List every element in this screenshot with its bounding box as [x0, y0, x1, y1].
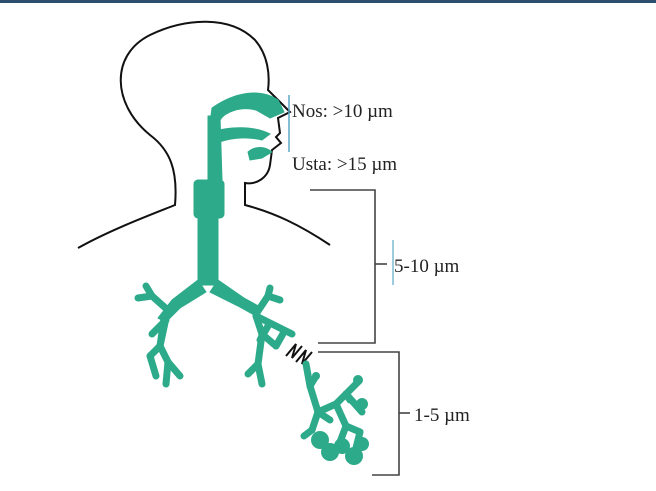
- nasal-cavity: [210, 93, 284, 124]
- larynx: [194, 180, 224, 218]
- bronchi-bracket: [310, 190, 375, 343]
- alveolus: [353, 375, 363, 385]
- trachea: [198, 215, 218, 285]
- nose-deposition-label: Nos: >10 µm: [292, 101, 393, 122]
- airway: [158, 93, 284, 322]
- alveoli-deposition-label: 1-5 µm: [414, 405, 470, 426]
- alveolus: [312, 372, 320, 380]
- bronchi-deposition-label: 5-10 µm: [394, 256, 460, 277]
- mouth-deposition-label: Usta: >15 µm: [292, 154, 397, 175]
- tongue: [248, 147, 272, 160]
- pharynx: [208, 116, 222, 180]
- alveolus: [356, 398, 368, 410]
- right-bronchial-tree: [248, 288, 292, 384]
- alveolus: [355, 437, 369, 451]
- break-mark: [286, 344, 312, 364]
